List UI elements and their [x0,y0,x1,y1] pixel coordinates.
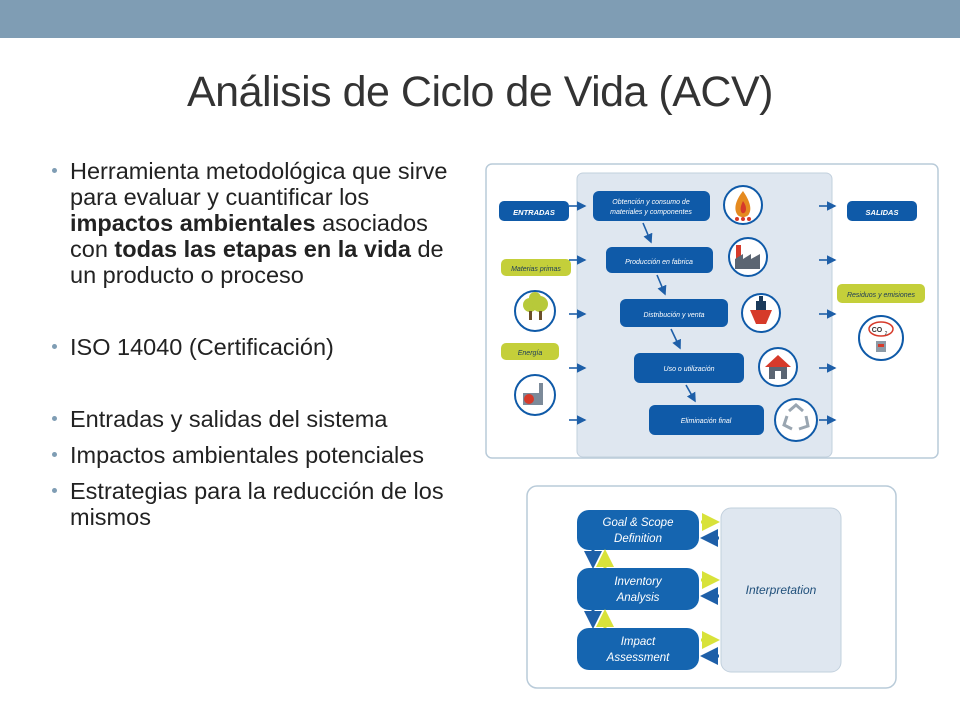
bullet-text-run: Impactos ambientales potenciales [70,442,425,468]
lca-framework-diagram: Interpretation Goal & Scope Definition I… [526,485,897,689]
bullet-text-run: Entradas y salidas del sistema [70,406,388,432]
stage-2-label: Producción en fabrica [625,259,693,266]
factory-icon [728,237,768,277]
output-waste-label: Residuos y emisiones [847,292,916,299]
stage-distribution: Distribución y venta [620,299,728,327]
stage-1-line2: materiales y componentes [610,209,692,216]
interpretation-label: Interpretation [746,583,817,597]
interpretation-box: Interpretation [720,507,842,673]
input-energy: Energía [501,343,559,360]
inventory-line2: Analysis [616,592,660,604]
bullet-item: Impactos ambientales potenciales [52,442,452,468]
inventory-line1: Inventory [614,576,663,588]
bullet-text-run: Herramienta metodológica que sirve para … [70,158,448,210]
bullet-dot [52,168,57,173]
bullet-text: ISO 14040 (Certificación) [70,334,334,360]
bullet-text: Impactos ambientales potenciales [70,442,424,468]
co2-sub: 2 [885,331,888,337]
bullet-item: Estrategias para la reducción de los mis… [52,478,452,530]
flame-icon [723,185,763,225]
bullet-item: Herramienta metodológica que sirve para … [52,158,452,288]
bullet-text: Estrategias para la reducción de los mis… [70,478,444,530]
stage-1-line1: Obtención y consumo de [612,199,690,206]
co2-label: CO [872,327,883,334]
inputs-header-label: ENTRADAS [513,208,555,217]
stage-3-label: Distribución y venta [643,312,704,319]
output-waste: Residuos y emisiones [837,284,925,303]
bullet-item: ISO 14040 (Certificación) [52,334,452,360]
bullet-list: Herramienta metodológica que sirve para … [52,158,452,530]
impact-line1: Impact [621,636,656,648]
inventory-analysis-box: Inventory Analysis [577,568,699,610]
stage-5-label: Eliminación final [681,418,732,425]
impact-assessment-box: Impact Assessment [577,628,699,670]
stage-4-label: Uso o utilización [664,366,715,373]
output-arrows [819,201,837,425]
trees-icon [514,290,556,332]
input-materials: Materias primas [501,259,571,276]
stage-vertical-arrows [584,549,614,629]
bullet-dot [52,344,57,349]
bullet-text-run: asociados con [70,210,428,262]
input-materials-label: Materias primas [511,266,561,273]
goal-line2: Definition [614,533,662,545]
slide-title: Análisis de Ciclo de Vida (ACV) [187,68,773,116]
impact-line2: Assessment [606,652,670,664]
energy-plant-icon [514,374,556,416]
outputs-header-label: SALIDAS [866,208,899,217]
lca-diagram: ENTRADAS SALIDAS Materias primas Energía… [485,163,939,459]
bullet-text-run: ISO 14040 (Certificación) [70,334,334,360]
stage-flow-arrows [642,222,696,403]
input-arrows [569,201,587,425]
goal-scope-box: Goal & Scope Definition [577,510,699,550]
goal-line1: Goal & Scope [603,517,674,529]
inputs-header: ENTRADAS [499,201,569,221]
bullet-bold-run: impactos ambientales [70,210,316,236]
bullet-text-run: Estrategias para la reducción de los mis… [70,478,444,530]
stage-disposal: Eliminación final [649,405,764,435]
bullet-bold-run: todas las etapas en la vida [114,236,411,262]
co2-waste-icon: CO 2 [858,315,904,361]
bullet-text: Herramienta metodológica que sirve para … [70,158,448,288]
house-icon [758,347,798,387]
recycle-icon [774,398,818,442]
input-energy-label: Energía [518,350,543,357]
stage-raw-materials: Obtención y consumo de materiales y comp… [593,191,710,221]
bullet-item: Entradas y salidas del sistema [52,406,452,432]
bullet-dot [52,488,57,493]
bullet-text: Entradas y salidas del sistema [70,406,387,432]
outputs-header: SALIDAS [847,201,917,221]
stage-factory-production: Producción en fabrica [606,247,713,273]
ship-icon [741,293,781,333]
bullet-text-run: de un producto o proceso [70,236,444,288]
top-bar [0,0,960,38]
bullet-dot [52,452,57,457]
bullet-dot [52,416,57,421]
stage-use: Uso o utilización [634,353,744,383]
interpretation-arrows [700,513,720,665]
